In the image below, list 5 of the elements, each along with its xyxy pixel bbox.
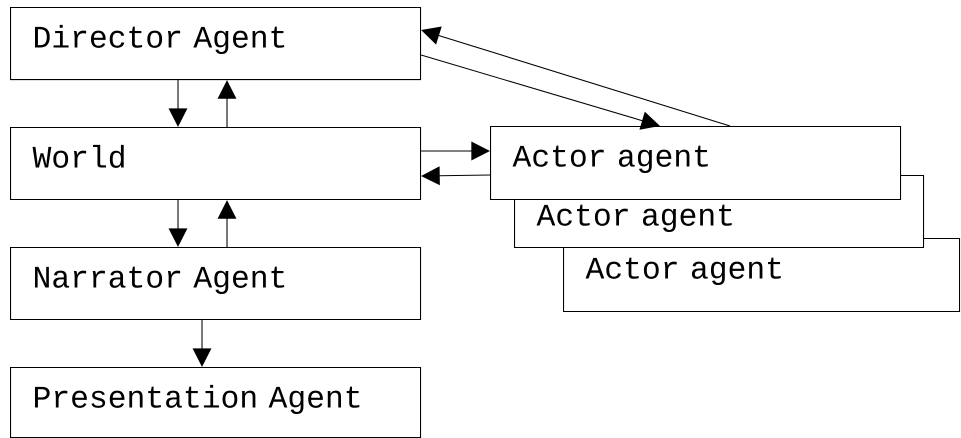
agent-box: Actor agent (490, 126, 902, 200)
agent-box: World (10, 127, 422, 200)
agent-box: Presentation Agent (10, 367, 422, 438)
agent-box: Narrator Agent (10, 247, 422, 320)
agent-box: Director Agent (10, 7, 422, 80)
